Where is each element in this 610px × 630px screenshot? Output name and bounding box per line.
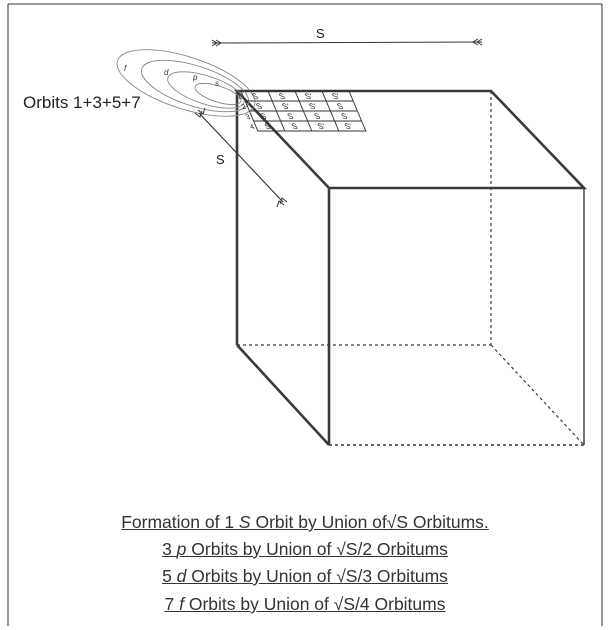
caption-line-3-pre: 5: [162, 566, 177, 586]
caption-line-3: 5 d Orbits by Union of √S/3 Orbitums: [0, 566, 610, 587]
grid-cell: S: [250, 91, 260, 101]
caption-line-2-orbit: p: [176, 539, 187, 559]
cube-top-face: [233, 89, 588, 190]
grid-cell: S: [340, 111, 350, 121]
grid-cell: S: [259, 111, 269, 121]
cube: [233, 89, 588, 446]
grid-cell: S: [286, 111, 296, 121]
orbit-ellipses: [116, 49, 256, 117]
top-dimension-label: S: [316, 26, 325, 41]
grid-cell: S: [290, 121, 300, 131]
row-number: 3: [244, 112, 252, 121]
caption-line-2-pre: 3: [162, 539, 177, 559]
caption-line-2-post: Orbits by Union of √S/2 Orbitums: [186, 539, 448, 559]
grid-cell: S': [307, 101, 318, 111]
caption-line-3-orbit: d: [176, 566, 187, 586]
grid-cell: S: [277, 91, 287, 101]
grid-cell: S': [303, 91, 314, 101]
cube-left-bottom-edge: [236, 344, 330, 446]
grid-cell: S: [335, 101, 345, 111]
orbit-d-ellipse: [140, 59, 250, 113]
cube-hidden-right-bottom-edge: [490, 344, 585, 446]
grid-cell: S: [263, 121, 273, 131]
grid-cell: S': [343, 121, 354, 131]
caption-line-1-orbit: S: [238, 512, 251, 532]
caption-line-4-post: Orbits by Union of √S/4 Orbitums: [183, 594, 446, 614]
orbitum-grid: S S S' S' S S' S' S S S S S S S S' S' 1 …: [236, 90, 367, 132]
orbit-f-ellipse: [116, 49, 256, 117]
top-dimension-arrow: [211, 38, 483, 47]
caption-line-2: 3 p Orbits by Union of √S/2 Orbitums: [0, 539, 610, 560]
orbits-label: Orbits 1+3+5+7: [23, 93, 141, 112]
caption-line-4-pre: 7: [164, 594, 180, 614]
grid-cell: S': [280, 101, 291, 111]
caption-line-3-post: Orbits by Union of √S/3 Orbitums: [186, 566, 448, 586]
orbit-f-letter: f: [124, 64, 127, 73]
row-number: 1: [236, 92, 244, 101]
caption-line-4-orbit: f: [179, 594, 184, 614]
orbit-s-ellipse: [194, 82, 242, 106]
caption-line-1-pre: Formation of 1: [121, 512, 239, 532]
row-number: 2: [240, 102, 248, 111]
orbit-p-ellipse: [167, 71, 245, 109]
grid-cell: S: [313, 111, 323, 121]
caption-line-4: 7 f Orbits by Union of √S/4 Orbitums: [0, 594, 610, 615]
caption-line-1-post: Orbit by Union of√S Orbitums.: [250, 512, 489, 532]
row-number: 4: [248, 122, 256, 131]
grid-cell: S': [316, 121, 327, 131]
orbit-s-letter: s: [215, 79, 219, 88]
grid-cell: S: [254, 101, 264, 111]
grid-cell: S': [330, 91, 341, 101]
caption-line-1: Formation of 1 S Orbit by Union of√S Orb…: [0, 512, 610, 533]
orbit-d-letter: d: [164, 68, 169, 77]
orbit-p-letter: p: [192, 73, 198, 82]
diagonal-dimension-arrow: [194, 107, 288, 208]
diagonal-dimension-label: S: [216, 152, 225, 167]
